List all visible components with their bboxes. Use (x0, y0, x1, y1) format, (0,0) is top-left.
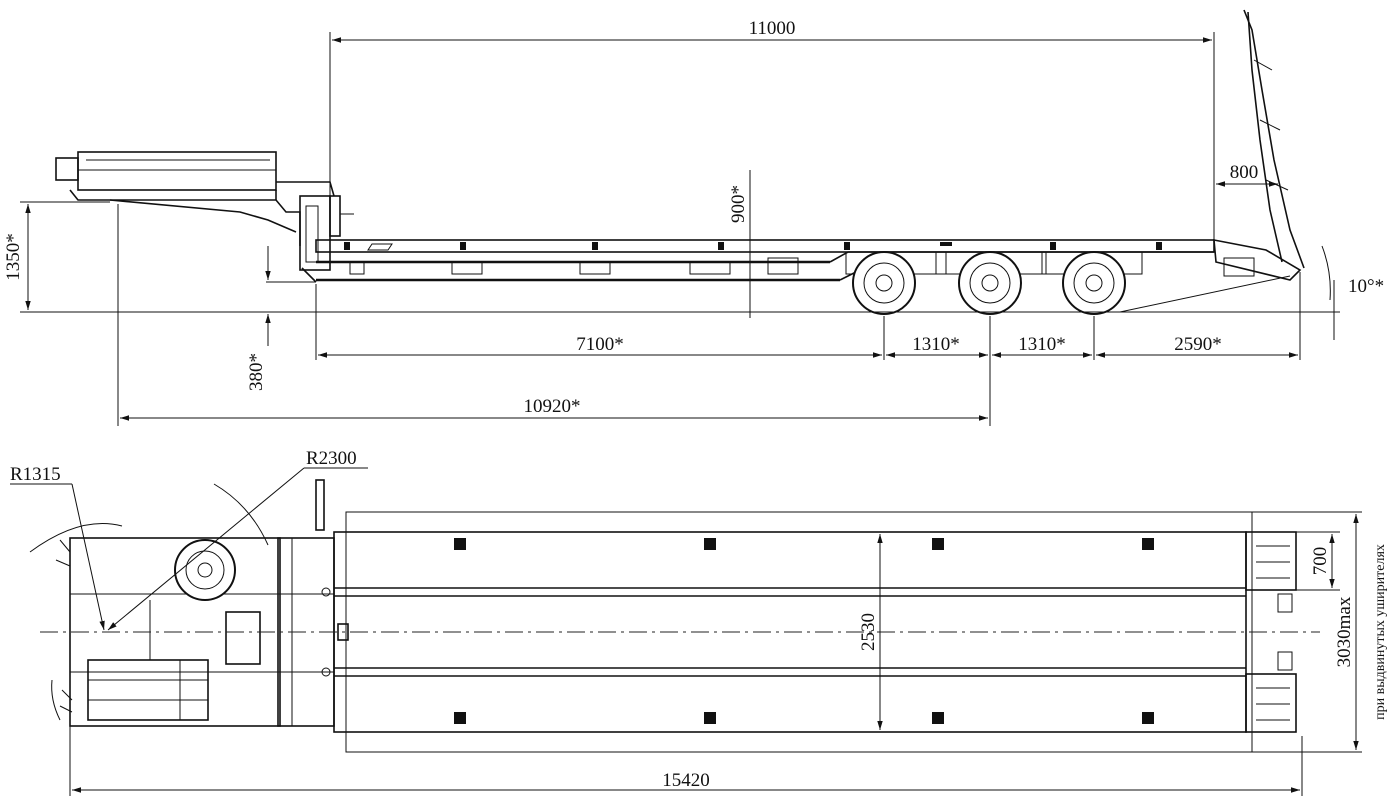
front-radius-label: R1315 (10, 464, 61, 485)
ramps-plan (1245, 531, 1297, 733)
dim-front-radius: R1315 (10, 464, 123, 721)
deck-length-label: 11000 (749, 18, 796, 39)
rear-overhang-label: 2590* (1174, 334, 1222, 355)
ground-clearance-label: 380* (246, 353, 267, 391)
deck-to-axle-label: 7100* (576, 334, 624, 355)
dim-total-length: 15420 (69, 726, 1303, 796)
dim-deck-length: 11000 (329, 18, 1215, 240)
side-view: 11000 800 1350* 900* 10°* (3, 9, 1384, 426)
wheel-2 (958, 251, 1022, 315)
ramp-width-label: 700 (1310, 547, 1331, 576)
dim-ramp-width: 700 (1296, 531, 1340, 591)
loading-height-label: 900* (728, 185, 749, 223)
wheel-3 (1062, 251, 1126, 315)
gooseneck-plan (55, 479, 335, 727)
ramp-angle-label: 10°* (1348, 276, 1384, 297)
axle-spacing-1-label: 1310* (912, 334, 960, 355)
dim-max-width: 3030max при выдвинутых уширителях (1252, 511, 1388, 753)
axle-spacing-2-label: 1310* (1018, 334, 1066, 355)
dim-ramp-angle: 10°* (1321, 245, 1384, 340)
coupling-height-label: 1350* (3, 233, 24, 281)
ramp-length-label: 800 (1230, 162, 1259, 183)
max-width-label: 3030max (1334, 596, 1355, 667)
dim-ramp-length: 800 (1216, 162, 1278, 187)
gooseneck (55, 151, 354, 283)
dim-chain-row: 7100* 1310* 1310* 2590* (315, 272, 1301, 426)
dim-loading-height: 900* (728, 170, 751, 318)
main-deck (315, 239, 1215, 282)
deck-width-label: 2530 (858, 613, 879, 651)
dim-kingpin-to-axle: 10920* (117, 204, 988, 426)
kingpin-radius-label: R2300 (306, 448, 357, 469)
dim-kingpin-radius: R2300 (107, 448, 368, 631)
dim-ground-clearance: 380* (246, 246, 316, 391)
total-length-label: 15420 (662, 770, 710, 791)
dim-deck-width: 2530 (858, 534, 883, 730)
spare-wheel (174, 539, 236, 601)
wheel-1 (852, 251, 916, 315)
dim-coupling-height: 1350* (3, 201, 110, 310)
axle-group (845, 251, 1143, 315)
kingpin-to-axle-label: 10920* (524, 396, 581, 417)
max-width-note: при выдвинутых уширителях (1373, 544, 1388, 720)
top-view: R1315 R2300 2530 700 3030max при выд (10, 448, 1388, 796)
rear-ramp (1119, 9, 1305, 313)
